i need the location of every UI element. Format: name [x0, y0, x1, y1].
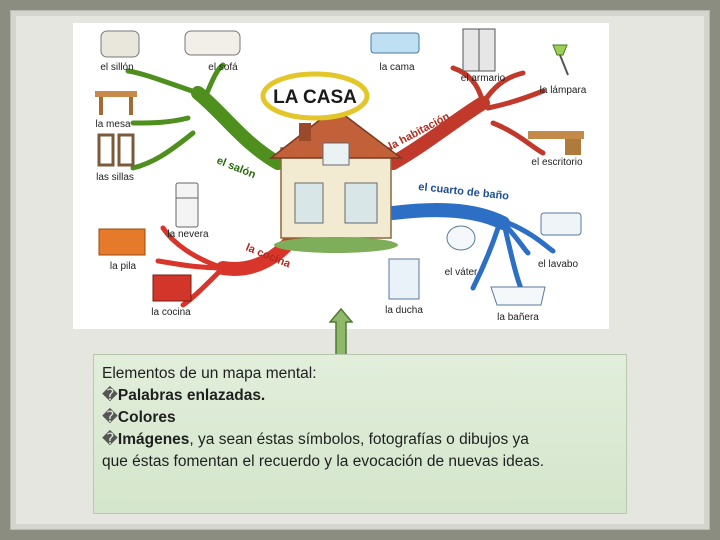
house-illustration	[268, 107, 404, 253]
svg-text:la cocina: la cocina	[151, 307, 191, 318]
svg-text:el armario: el armario	[461, 73, 506, 84]
label-salon: el salón	[215, 155, 258, 182]
svg-text:las sillas: las sillas	[96, 172, 134, 183]
bullet-3-rest: , ya sean éstas símbolos, fotografías o …	[189, 431, 529, 448]
branch-cuarto-bano	[386, 203, 510, 230]
item-lavabo: el lavabo	[538, 212, 582, 270]
bullet-1-text: Palabras enlazadas.	[117, 387, 266, 404]
item-escritorio: el escritorio	[528, 131, 584, 168]
svg-text:el sofá: el sofá	[208, 62, 238, 73]
svg-text:la bañera: la bañera	[497, 312, 539, 323]
text-box: Elementos de un mapa mental: �Palabras e…	[93, 354, 627, 514]
bullet-1: �Palabras enlazadas.	[102, 385, 618, 407]
item-cama: la cama	[370, 32, 420, 73]
item-mesa: la mesa	[95, 91, 137, 130]
bullet-glyph: �	[102, 387, 118, 404]
up-arrow-icon	[329, 308, 353, 358]
item-sillas: las sillas	[96, 133, 135, 183]
bullet-2: �Colores	[102, 407, 618, 429]
item-pila: la pila	[98, 228, 146, 272]
svg-text:el sillón: el sillón	[100, 62, 133, 73]
item-ducha: la ducha	[385, 258, 423, 316]
item-sofa: el sofá	[184, 30, 241, 73]
item-banera: la bañera	[490, 286, 546, 323]
svg-text:la nevera: la nevera	[167, 229, 209, 240]
svg-text:la pila: la pila	[110, 261, 137, 272]
last-line: que éstas fomentan el recuerdo y la evoc…	[102, 453, 545, 470]
mind-map-diagram: LA CASA el salón la habitación el cuarto…	[95, 28, 587, 323]
title-bubble: LA CASA	[260, 71, 370, 121]
bullet-3: �Imágenes, ya sean éstas símbolos, fotog…	[102, 429, 618, 451]
mind-map-image: LA CASA el salón la habitación el cuarto…	[73, 23, 609, 329]
bullet-glyph: �	[102, 431, 118, 448]
svg-text:la mesa: la mesa	[95, 119, 130, 130]
bullet-3-bold: Imágenes	[117, 431, 190, 448]
item-lampara: la lámpara	[540, 44, 587, 96]
svg-text:el lavabo: el lavabo	[538, 259, 578, 270]
svg-text:la lámpara: la lámpara	[540, 85, 587, 96]
svg-text:el escritorio: el escritorio	[531, 157, 583, 168]
item-nevera: la nevera	[167, 182, 209, 240]
label-cuarto-bano: el cuarto de baño	[418, 181, 510, 202]
bullet-glyph: �	[102, 409, 118, 426]
heading: Elementos de un mapa mental:	[102, 365, 317, 382]
map-title: LA CASA	[273, 87, 357, 108]
item-cocina: la cocina	[151, 274, 192, 318]
bullet-2-text: Colores	[117, 409, 176, 426]
item-sillon: el sillón	[100, 30, 140, 73]
branch-habitacion	[386, 96, 490, 170]
item-vater: el váter	[445, 225, 478, 278]
svg-text:la cama: la cama	[379, 62, 414, 73]
svg-text:el váter: el váter	[445, 267, 478, 278]
svg-text:la ducha: la ducha	[385, 305, 423, 316]
item-armario: el armario	[461, 28, 506, 84]
